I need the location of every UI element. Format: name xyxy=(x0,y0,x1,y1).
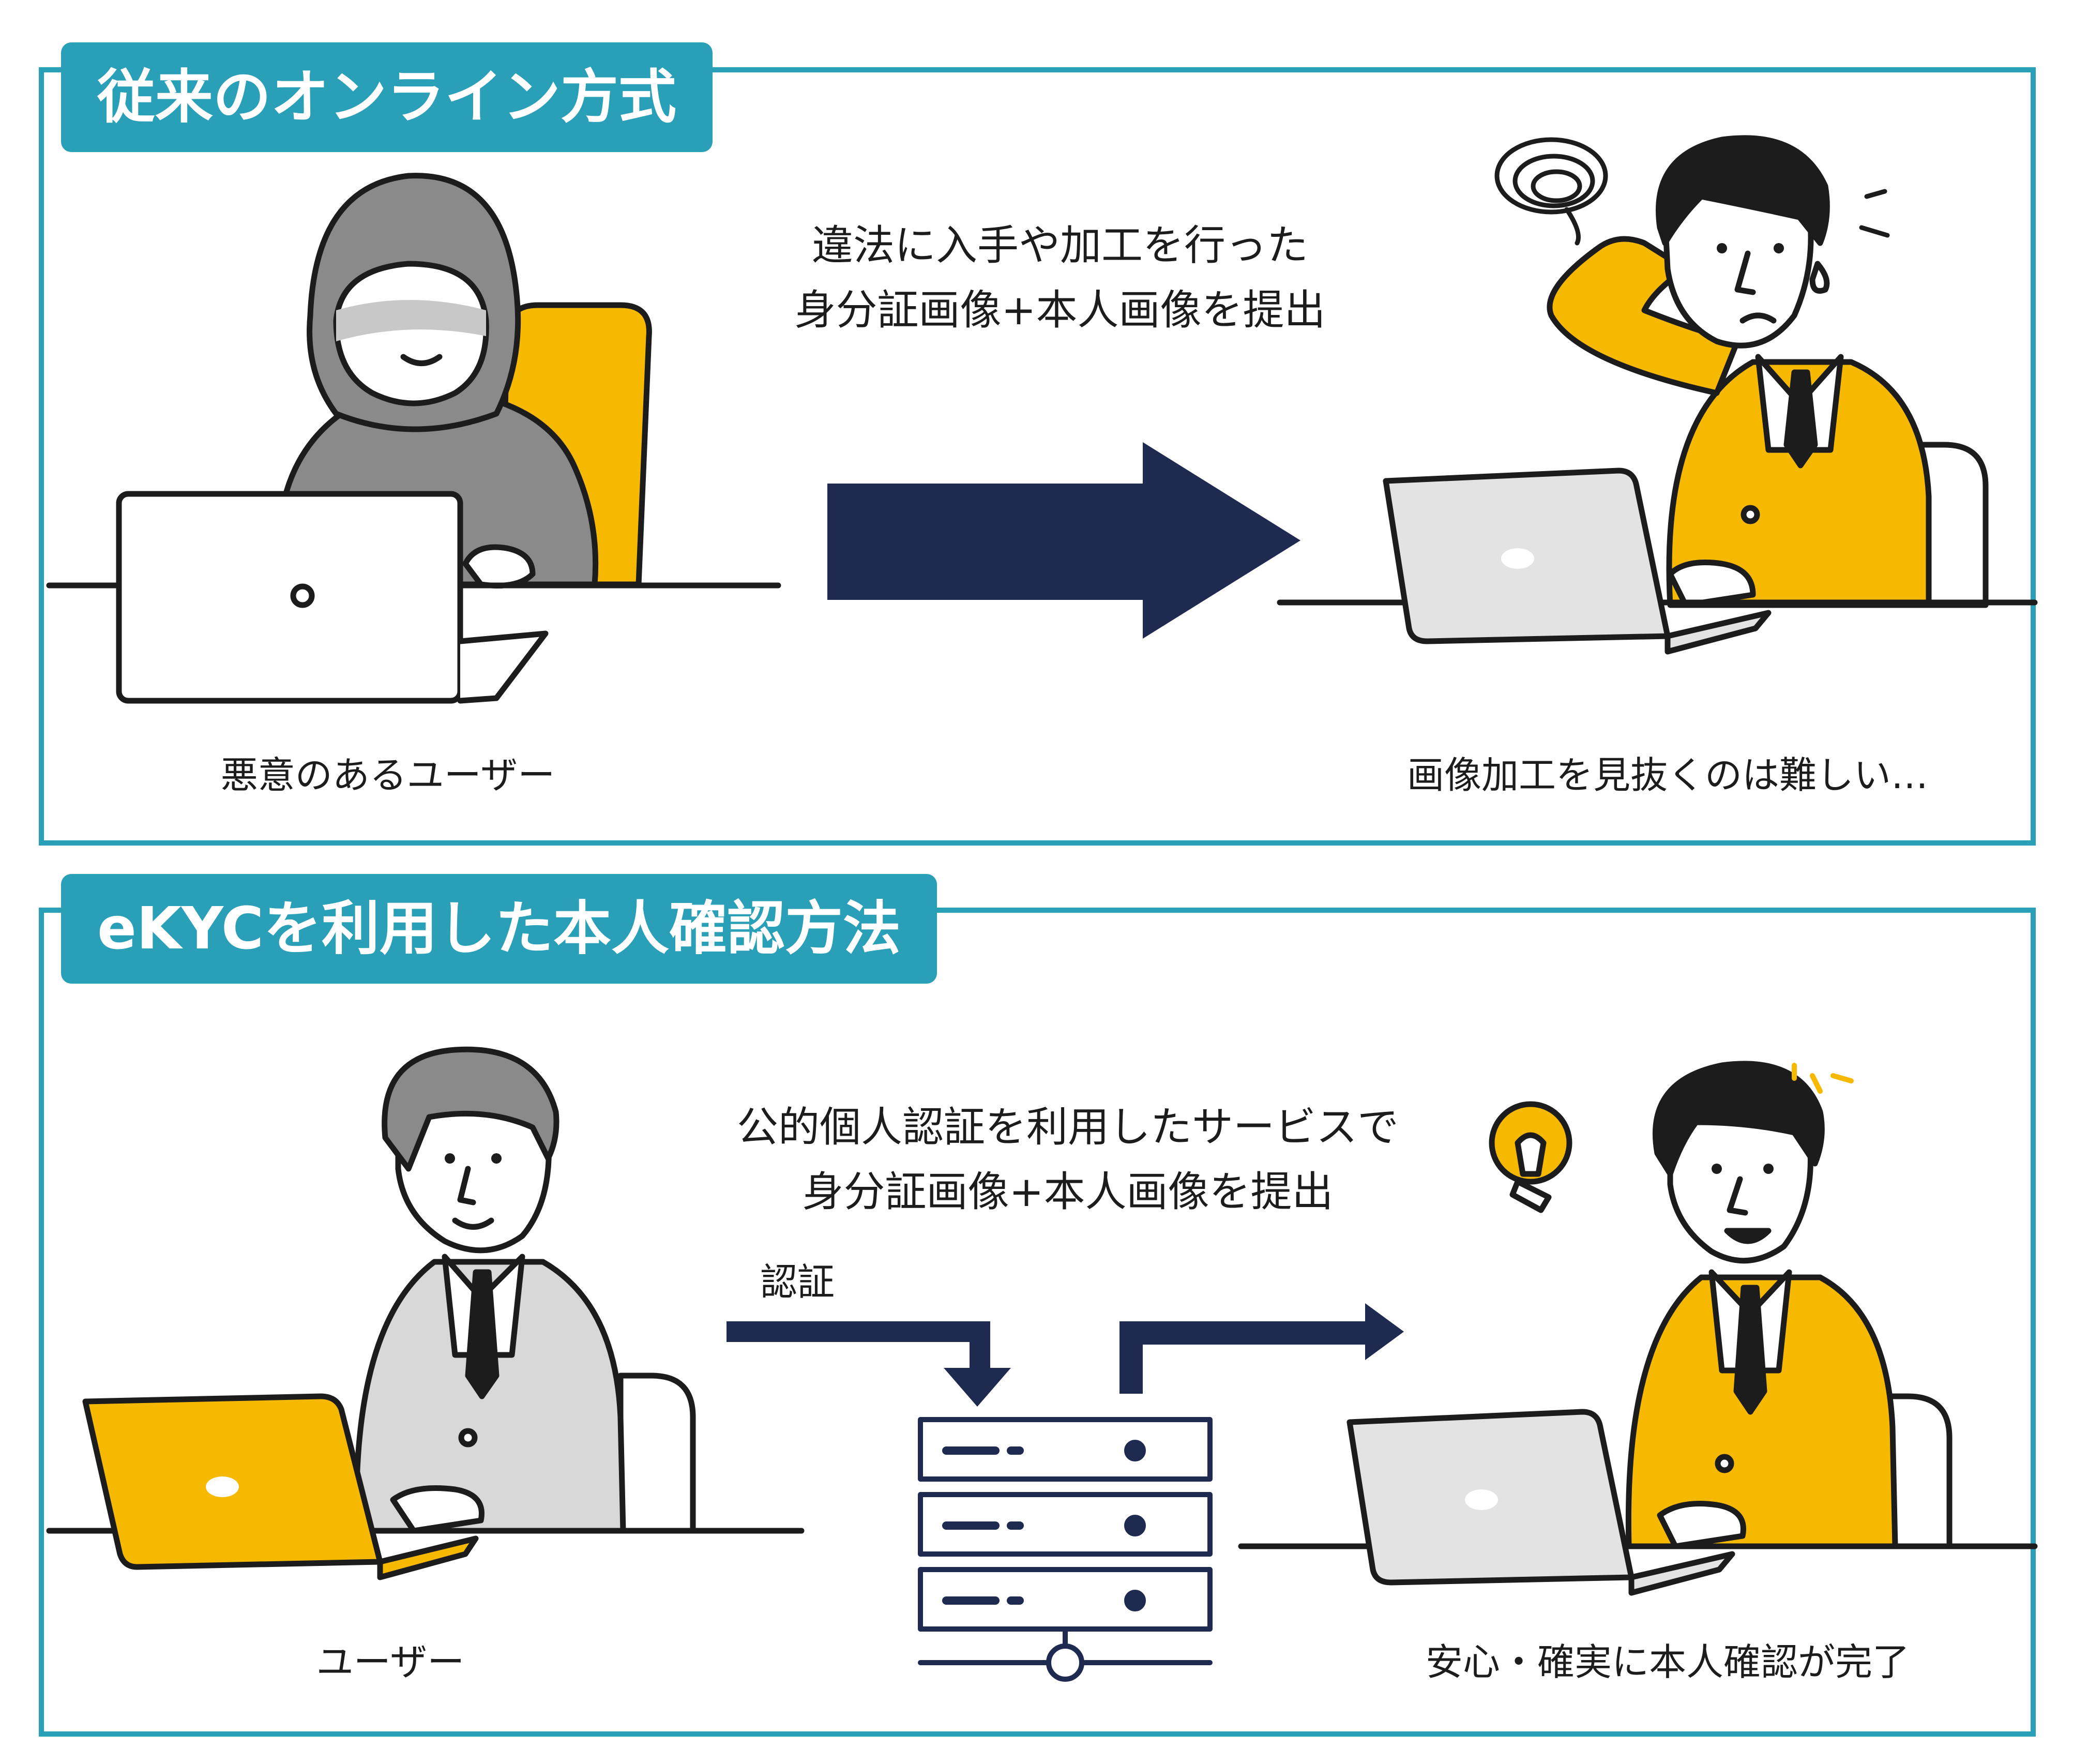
label-verified: 安心・確実に本人確認が完了 xyxy=(1425,1640,1910,1684)
label-user: ユーザー xyxy=(316,1640,465,1684)
bottom-caption-line2: 身分証画像+本人画像を提出 xyxy=(802,1168,1334,1216)
laptop-icon xyxy=(116,491,549,704)
top-caption-line2: 身分証画像+本人画像を提出 xyxy=(794,286,1326,334)
top-caption-line1: 違法に入手や加工を行った xyxy=(812,221,1308,269)
confused-businessman-icon xyxy=(1547,135,1989,608)
laptop-icon xyxy=(1383,468,1772,655)
laptop-icon xyxy=(82,1393,479,1580)
light-bulb-icon xyxy=(1489,1101,1572,1213)
panel-title-traditional: 従来のオンライン方式 xyxy=(61,42,713,152)
label-malicious-user: 悪意のあるユーザー xyxy=(220,753,555,797)
dizzy-swirl-icon xyxy=(1494,137,1890,246)
flow-arrow-icon xyxy=(727,1303,1404,1407)
arrow-right-icon xyxy=(827,442,1300,639)
server-rack-icon xyxy=(918,1417,1213,1682)
laptop-icon xyxy=(1346,1409,1735,1596)
label-hard-to-detect: 画像加工を見抜くのは難しい… xyxy=(1406,753,1929,797)
happy-businessman-icon xyxy=(1625,1061,1953,1549)
businessman-user-icon xyxy=(353,1046,696,1534)
panel-title-ekyc: eKYCを利用した本人確認方法 xyxy=(61,874,937,984)
bottom-caption-line1: 公的個人認証を利用したサービスで xyxy=(737,1103,1399,1151)
label-auth: 認証 xyxy=(760,1260,835,1304)
